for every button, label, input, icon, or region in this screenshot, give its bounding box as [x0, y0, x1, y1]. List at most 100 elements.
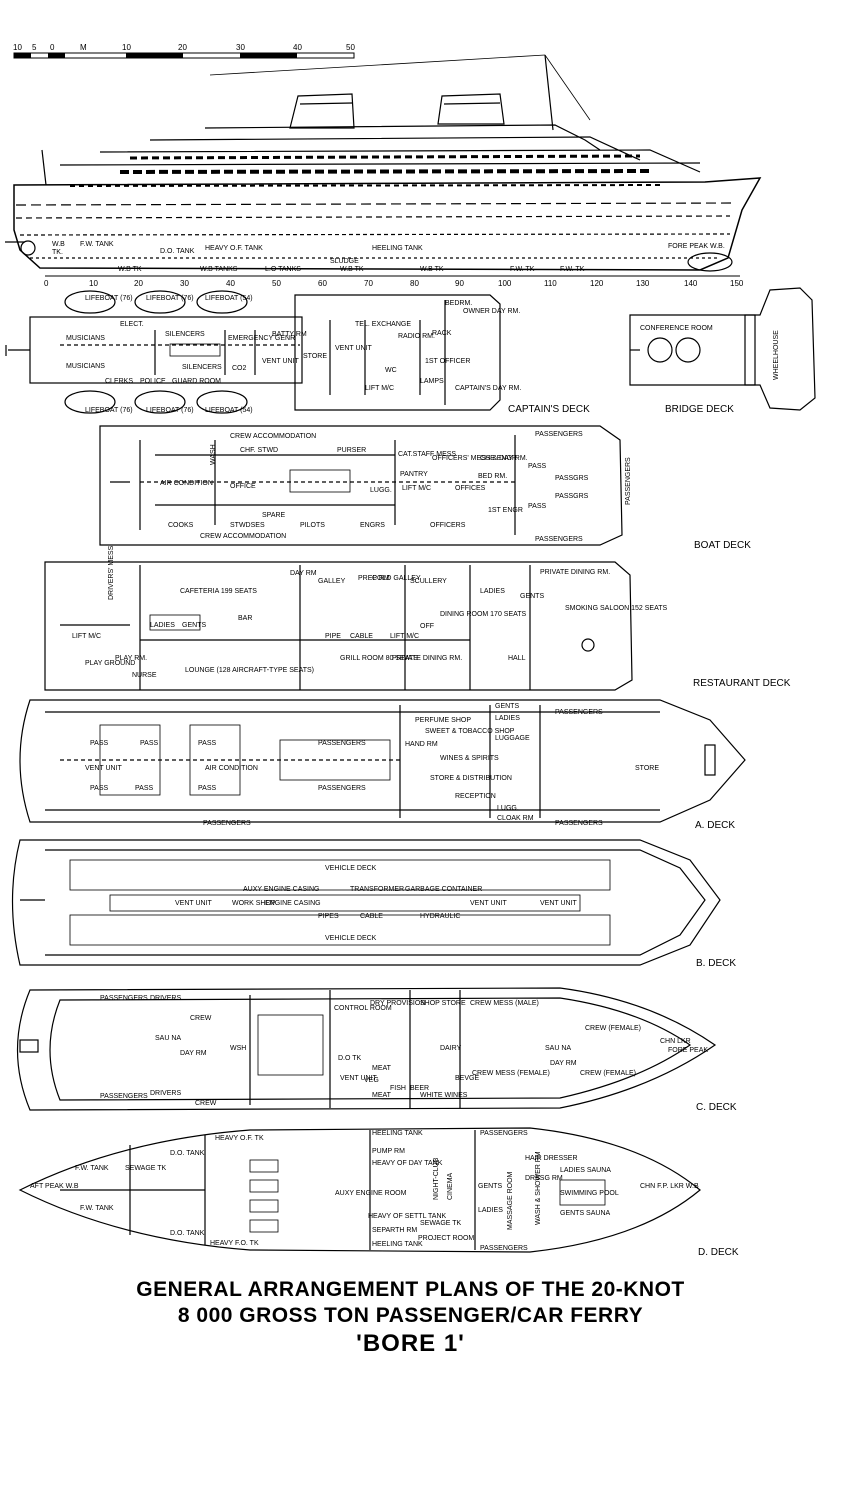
restaurant-deck-title: RESTAURANT DECK	[693, 678, 791, 689]
frame-scale: 0 10 20 30 40 50 60 70 80 90 100 110 120…	[44, 275, 744, 288]
plan-label: DINING ROOM 170 SEATS	[440, 611, 527, 618]
plan-label: LADIES SAUNA	[560, 1167, 611, 1174]
plan-label: LIFEBOAT (76)	[85, 407, 133, 414]
scale-label: 30	[236, 43, 245, 52]
b-deck-labels: VEHICLE DECK AUXY ENGINE CASING TRANSFOR…	[175, 865, 578, 942]
plan-label: VENT UNIT	[85, 765, 123, 772]
plan-label: GENTS	[520, 593, 544, 600]
plan-label: LAMPS	[420, 378, 444, 385]
plan-label: STORE	[635, 765, 659, 772]
plan-label: VENT UNIT	[262, 358, 300, 365]
plan-label: D.O TK	[338, 1055, 362, 1062]
plan-label: LIFT M/C	[390, 633, 419, 640]
plan-label: PIPE	[325, 633, 341, 640]
plan-label: GENTS	[182, 622, 206, 629]
plan-label: HAIR DRESSER	[525, 1155, 578, 1162]
plan-label: PASSENGERS	[555, 820, 603, 827]
profile-label: HEELING TANK	[372, 245, 423, 252]
plan-label: CLOAK RM	[497, 815, 534, 822]
profile-label: TK.	[52, 249, 63, 256]
frame-label: 130	[636, 279, 650, 288]
plan-label: D.O. TANK	[170, 1230, 205, 1237]
frame-label: 110	[544, 279, 557, 288]
plan-label: LIFEBOAT (76)	[146, 295, 194, 302]
c-deck-plan	[16, 987, 717, 1111]
plan-label: PASSENGERS	[625, 457, 632, 505]
plan-label: MUSICIANS	[66, 335, 105, 342]
plan-label: STORE	[303, 353, 327, 360]
profile-label: F.W. TK	[560, 266, 585, 273]
plan-label: CHN F.P. LKR W.B	[640, 1183, 699, 1190]
plan-label: POLICE	[140, 378, 166, 385]
plan-label: MUSICIANS	[66, 363, 105, 370]
plan-label: LADIES	[480, 588, 505, 595]
frame-label: 0	[44, 279, 49, 288]
scale-bar: 10 5 0 M 10 20 30 40 50	[13, 43, 355, 59]
plan-label: ENGRS	[360, 522, 385, 529]
scale-label: 10	[13, 43, 22, 52]
plan-label: COOKS	[168, 522, 194, 529]
plan-label: PASSGRS	[555, 475, 589, 482]
frame-label: 40	[226, 279, 235, 288]
plan-label: WASH	[210, 444, 217, 465]
plan-label: 1ST OFFICER	[425, 358, 470, 365]
frame-label: 120	[590, 279, 604, 288]
b-deck-title: B. DECK	[696, 958, 736, 969]
plan-label: SEWAGE TK	[420, 1220, 462, 1227]
plan-label: PANTRY	[400, 471, 428, 478]
plan-label: STWDSES	[230, 522, 265, 529]
boat-deck-plan	[99, 425, 623, 546]
plan-label: CAT.STAFF MESS	[398, 451, 456, 458]
plan-label: PASS	[90, 740, 108, 747]
plan-label: PASS	[198, 785, 216, 792]
plan-label: CHF. STWD	[240, 447, 278, 454]
plan-label: VEG	[364, 1077, 379, 1084]
plan-label: BEER	[410, 1085, 429, 1092]
plan-label: GUARD ROOM	[172, 378, 221, 385]
plan-label: PLAY RM.	[115, 655, 147, 662]
plan-label: LIFEBOAT (76)	[85, 295, 133, 302]
plan-label: D.O. TANK	[170, 1150, 205, 1157]
plan-label: NIGHT-CLUB	[433, 1157, 440, 1200]
plan-label: CREW	[190, 1015, 212, 1022]
bridge-deck-plan	[629, 287, 816, 411]
plan-label: OFF	[420, 623, 434, 630]
plan-label: PREP RM	[358, 575, 390, 582]
plan-label: CO2	[232, 365, 247, 372]
plan-label: AFT PEAK W.B	[30, 1183, 79, 1190]
plan-label: LIFT M/C	[402, 485, 431, 492]
plan-label: CREW ACCOMMODATION	[200, 533, 286, 540]
d-deck-title: D. DECK	[698, 1247, 739, 1258]
plan-label: OFFICES	[455, 485, 486, 492]
plan-label: GENTS SAUNA	[560, 1210, 611, 1217]
plan-label: AIR CONDITION	[160, 480, 213, 487]
plan-label: PRIVATE DINING RM.	[392, 655, 462, 662]
profile-label: L.O TANKS	[265, 266, 301, 273]
scale-label: 0	[50, 43, 55, 52]
profile-label: HEAVY O.F. TANK	[205, 245, 263, 252]
plan-label: LADIES	[478, 1207, 503, 1214]
plan-label: DRIVERS' MESS	[108, 545, 115, 600]
plan-label: PIPES	[318, 913, 339, 920]
plan-label: PASSENGERS	[480, 1245, 528, 1252]
plan-label: PASSENGERS	[100, 1093, 148, 1100]
plan-label: DAIRY	[440, 1045, 462, 1052]
plan-label: CHE ENGR	[480, 455, 517, 462]
frame-label: 100	[498, 279, 512, 288]
plan-label: DAY RM	[290, 570, 317, 577]
plan-label: CLERKS	[105, 378, 133, 385]
plan-label: PASSENGERS	[535, 536, 583, 543]
general-arrangement-drawing: 10 5 0 M 10 20 30 40 50	[5, 43, 816, 1258]
plan-label: OWNER DAY RM.	[463, 308, 520, 315]
plan-label: SHOP STORE	[420, 1000, 466, 1007]
plan-label: SPARE	[262, 512, 286, 519]
plan-label: ELECT.	[120, 321, 144, 328]
plan-label: WORK SHOP	[232, 900, 276, 907]
plan-label: AUXY ENGINE ROOM	[335, 1190, 407, 1197]
plan-label: PASS	[135, 785, 153, 792]
plan-label: RECEPTION	[455, 793, 496, 800]
plan-label: COLD GALLEY	[372, 575, 421, 582]
plan-label: VENT UNIT	[470, 900, 508, 907]
captains-deck-title: CAPTAIN'S DECK	[508, 404, 590, 415]
captains-deck-labels: LIFEBOAT (76) LIFEBOAT (76) LIFEBOAT (54…	[66, 295, 521, 414]
